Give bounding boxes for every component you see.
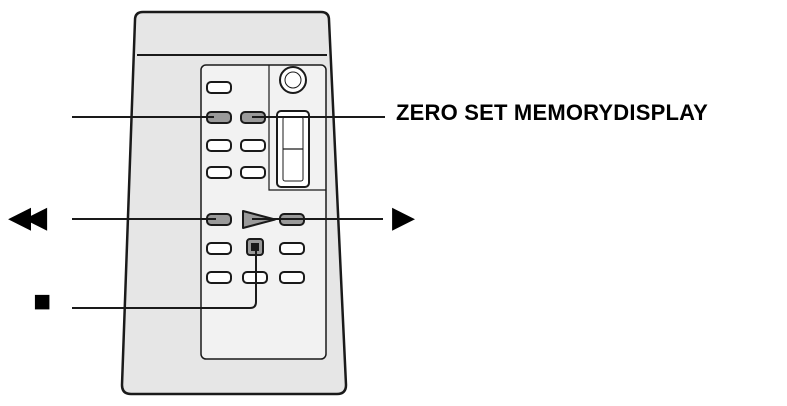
panel-divider (268, 65, 326, 191)
rewind-label: ◀◀ (8, 201, 47, 234)
leader-line-stop (72, 249, 257, 309)
play-label: ▶ (392, 201, 416, 234)
button-row3-right[interactable] (240, 139, 266, 152)
zero-set-memory-display-label: ZERO SET MEMORYDISPLAY (396, 100, 709, 125)
stop-label: ■ (33, 285, 52, 318)
stop-button-core (251, 243, 259, 251)
button-row7-left[interactable] (206, 271, 232, 284)
button-panel (200, 64, 327, 360)
button-row4-right[interactable] (240, 166, 266, 179)
button-row6-right[interactable] (279, 242, 305, 255)
button-row7-right[interactable] (279, 271, 305, 284)
display-button[interactable] (206, 81, 232, 94)
round-button[interactable] (279, 66, 307, 94)
button-row4-left[interactable] (206, 166, 232, 179)
button-row3-left[interactable] (206, 139, 232, 152)
round-button-inner (284, 71, 302, 89)
button-row6-left[interactable] (206, 242, 232, 255)
